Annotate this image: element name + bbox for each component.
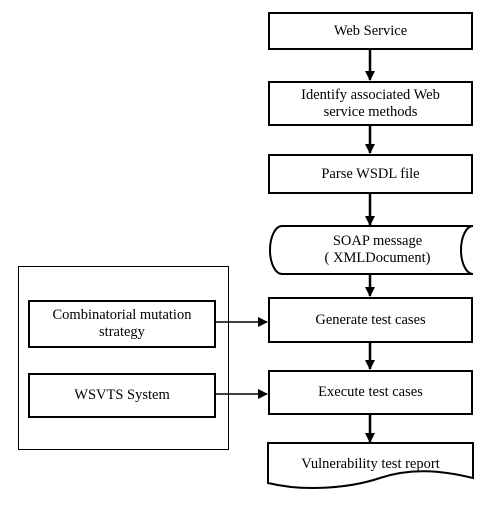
- generate-cases-label: Generate test cases: [315, 311, 426, 328]
- generate-cases-box: Generate test cases: [268, 297, 473, 343]
- execute-cases-label: Execute test cases: [318, 384, 423, 400]
- identify-methods-box: Identify associated Web service methods: [268, 81, 473, 126]
- tool-group-box: [18, 266, 229, 450]
- mutation-strategy-label: Combinatorial mutation strategy: [52, 307, 192, 340]
- soap-message-shape: [269, 225, 474, 275]
- execute-cases-box: Execute test cases: [268, 370, 473, 415]
- report-label: Vulnerability test report: [301, 456, 440, 472]
- wsvts-system-box: WSVTS System: [28, 373, 216, 418]
- parse-wsdl-box: Parse WSDL file: [268, 154, 473, 194]
- parse-wsdl-label: Parse WSDL file: [321, 165, 420, 182]
- soap-message-label: SOAP message ( XMLDocument): [324, 233, 431, 266]
- mutation-strategy-box: Combinatorial mutation strategy: [28, 300, 216, 348]
- wsvts-system-label: WSVTS System: [74, 387, 170, 403]
- identify-methods-label: Identify associated Web service methods: [301, 86, 440, 120]
- report-document-shape: [267, 442, 474, 489]
- web-service-label: Web Service: [333, 22, 408, 39]
- web-service-box: Web Service: [268, 12, 473, 50]
